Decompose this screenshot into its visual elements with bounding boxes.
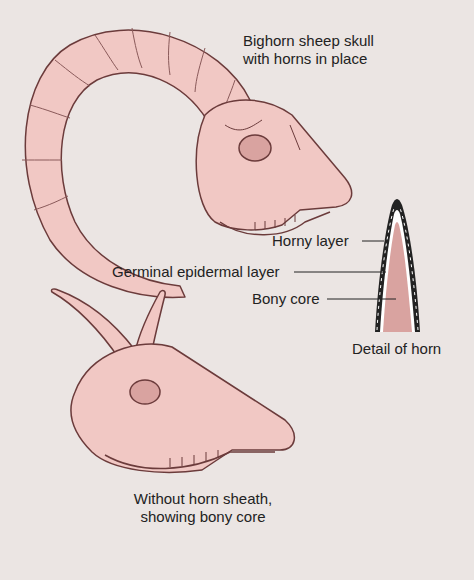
eye-orbit bbox=[239, 135, 271, 161]
jaw bbox=[105, 452, 275, 469]
germinal-layer bbox=[380, 210, 415, 332]
eye-orbit bbox=[130, 380, 160, 404]
figure-label: Horny layer bbox=[272, 232, 349, 250]
figure-label: Without horn sheath, showing bony core bbox=[118, 490, 288, 526]
skull bbox=[71, 344, 294, 472]
teeth bbox=[170, 450, 218, 467]
jaw bbox=[220, 212, 330, 235]
horn-texture bbox=[377, 208, 418, 330]
figure-label: Bighorn sheep skull with horns in place bbox=[243, 32, 393, 68]
figure-label: Bony core bbox=[252, 290, 320, 308]
skull bbox=[196, 100, 351, 230]
horny-layer bbox=[375, 199, 420, 332]
figure-label: Detail of horn bbox=[352, 340, 441, 358]
figure-label: Germinal epidermal layer bbox=[112, 263, 280, 281]
teeth bbox=[255, 215, 295, 230]
skull-suture bbox=[225, 120, 300, 150]
